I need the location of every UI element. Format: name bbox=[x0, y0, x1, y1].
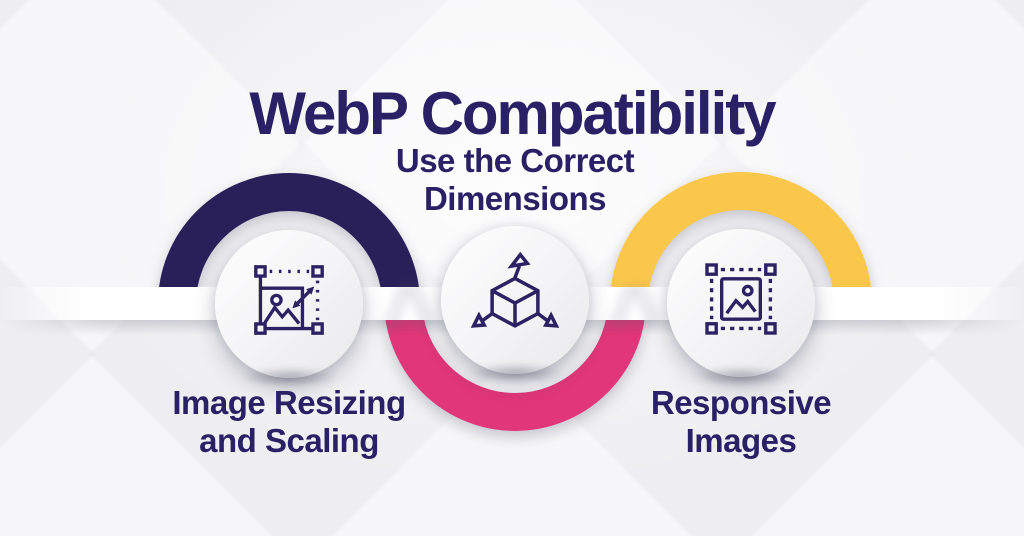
step2-label: Use the Correct Dimensions bbox=[295, 142, 735, 218]
3d-cube-icon bbox=[471, 252, 559, 328]
responsive-image-icon bbox=[705, 263, 777, 335]
step2-circle bbox=[441, 226, 589, 374]
step1-label: Image Resizing and Scaling bbox=[69, 384, 509, 460]
step1-label-line1: Image Resizing bbox=[172, 384, 406, 421]
step1-arc bbox=[158, 173, 420, 304]
step3-arc bbox=[610, 172, 872, 303]
step2-label-line2: Dimensions bbox=[423, 180, 607, 217]
resize-image-icon bbox=[254, 265, 324, 335]
step2-arc bbox=[384, 300, 646, 431]
step3-label-line1: Responsive bbox=[650, 384, 832, 421]
step1-circle bbox=[215, 230, 363, 378]
step2-label-line1: Use the Correct bbox=[395, 142, 635, 179]
page-title: WebP Compatibility bbox=[249, 80, 776, 148]
step3-circle bbox=[667, 229, 815, 377]
step1-label-line2: and Scaling bbox=[199, 422, 379, 459]
step3-label-line2: Images bbox=[685, 422, 797, 459]
step3-label: Responsive Images bbox=[521, 384, 961, 460]
